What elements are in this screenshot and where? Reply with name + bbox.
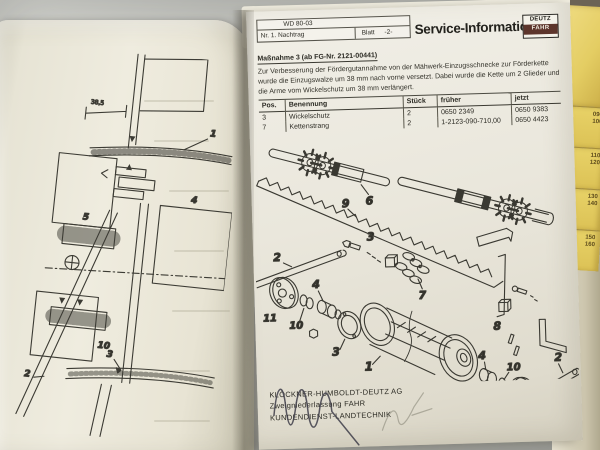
callout-3: 3: [106, 350, 113, 361]
callout-4: 4: [190, 196, 198, 207]
page-bleedthrough: [154, 420, 210, 422]
callout-10: 10: [97, 341, 111, 352]
callout-4-right: 4: [477, 349, 486, 362]
callout-9: 9: [342, 197, 350, 210]
callout-1: 1: [210, 129, 217, 140]
callout-3-bottom: 3: [332, 345, 340, 358]
callout-1: 1: [364, 359, 373, 373]
page-bleedthrough: [172, 310, 230, 312]
callout-2: 2: [24, 369, 31, 380]
page-bleedthrough: [154, 140, 209, 142]
doc-subline: Nr. 1. Nachtrag: [257, 27, 356, 42]
sheet-number: -2-: [384, 28, 393, 36]
service-information-sheet: WD 80-03 Nr. 1. Nachtrag Blatt -2- Servi…: [246, 2, 583, 450]
logo-text-fahr: FAHR: [523, 23, 558, 35]
sheet-label: Blatt: [361, 28, 375, 37]
callout-5: 5: [82, 212, 89, 223]
callout-10-right: 10: [507, 362, 521, 373]
callout-11-left: 11: [263, 313, 277, 324]
col-header-pos: Pos.: [258, 98, 285, 113]
callout-7: 7: [418, 289, 426, 302]
deutz-fahr-logo: DEUTZ FAHR: [522, 13, 559, 39]
exploded-parts-diagram: 6 9 2: [255, 145, 580, 388]
callout-2-right: 2: [554, 351, 562, 364]
callout-6: 6: [365, 194, 373, 207]
sheet-number-cell: Blatt -2-: [356, 26, 410, 38]
page-bleedthrough: [174, 250, 224, 252]
measure-heading: Maßnahme 3 (ab FG-Nr. 2121-00441): [257, 52, 378, 65]
left-page: 38,5 1 5 10 4: [0, 20, 254, 450]
callout-8: 8: [493, 320, 501, 333]
page-bleedthrough: [144, 100, 214, 102]
page-title: Service-Information: [414, 18, 536, 38]
col-header-qty: Stück: [402, 94, 437, 108]
callout-2-left: 2: [273, 251, 281, 264]
left-cross-section-drawing: 38,5 1 5 10 4: [15, 53, 233, 437]
header-reference-box: WD 80-03 Nr. 1. Nachtrag Blatt -2-: [256, 15, 411, 43]
callout-4-left: 4: [311, 278, 320, 291]
callout-10-left: 10: [289, 320, 303, 331]
handwritten-signature: [273, 388, 433, 446]
callout-3-top: 3: [367, 230, 375, 243]
page-bleedthrough: [169, 190, 229, 192]
page-bleedthrough: [162, 370, 210, 372]
dimension-label: 38,5: [90, 99, 104, 107]
